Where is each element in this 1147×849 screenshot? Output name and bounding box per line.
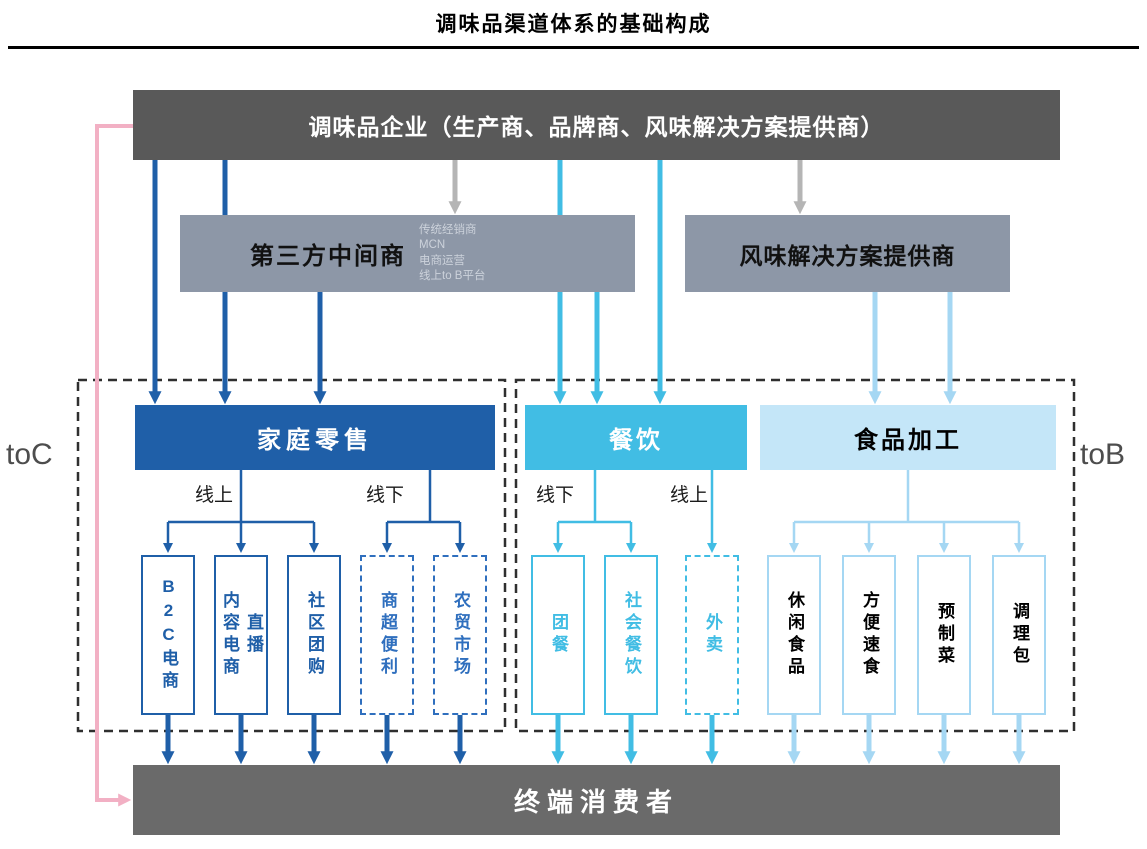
node-middleman: 第三方中间商 传统经销商 MCN 电商运营 线上to B平台 xyxy=(180,215,635,292)
middleman-subline: MCN xyxy=(419,239,446,251)
leaf-b2c-ecommerce: B2C电商 xyxy=(141,555,195,715)
leaf-food-delivery: 外卖 xyxy=(685,555,739,715)
title-divider xyxy=(8,46,1139,49)
middleman-sublabels: 传统经销商 MCN 电商运营 线上to B平台 xyxy=(419,223,485,285)
leaf-instant-food: 方便速食 xyxy=(842,555,896,715)
label-catering-online: 线上 xyxy=(670,485,709,506)
middleman-subline: 线上to B平台 xyxy=(419,270,486,282)
label-home-online: 线上 xyxy=(195,485,234,506)
node-enterprise: 调味品企业（生产商、品牌商、风味解决方案提供商） xyxy=(133,90,1060,160)
diagram-title: 调味品渠道体系的基础构成 xyxy=(435,12,712,36)
leaf-community-group-buying: 社区团购 xyxy=(287,555,341,715)
group-toc-border xyxy=(76,378,507,733)
leaf-snack-food: 休闲食品 xyxy=(767,555,821,715)
label-toc: toC xyxy=(6,438,53,471)
leaf-premade-dishes: 预制菜 xyxy=(917,555,971,715)
label-catering-offline: 线下 xyxy=(536,485,575,506)
arrows-to-consumer-cyan xyxy=(551,715,719,765)
middleman-label: 第三方中间商 xyxy=(250,243,406,270)
node-catering: 餐饮 xyxy=(525,405,747,470)
node-flavor-provider: 风味解决方案提供商 xyxy=(685,215,1010,292)
leaf-social-catering: 社会餐饮 xyxy=(604,555,658,715)
branch-food-processing xyxy=(789,470,1024,553)
node-food-processing: 食品加工 xyxy=(760,405,1056,470)
leaf-group-catering: 团餐 xyxy=(531,555,585,715)
leaf-livestream-content-ecommerce: 直播 内容电商 xyxy=(214,555,268,715)
node-home-retail: 家庭零售 xyxy=(135,405,495,470)
arrows-to-consumer-dark xyxy=(161,715,467,765)
arrows-to-food-processing xyxy=(868,292,957,405)
arrow-direct-to-consumer xyxy=(95,124,133,807)
middleman-subline: 传统经销商 xyxy=(419,223,477,236)
leaf-supermarket-convenience: 商超便利 xyxy=(360,555,414,715)
node-end-consumer: 终端消费者 xyxy=(133,765,1060,835)
middleman-subline: 电商运营 xyxy=(419,254,465,267)
label-home-offline: 线下 xyxy=(366,485,405,506)
arrows-to-consumer-light xyxy=(787,715,1026,765)
leaf-seasoning-pack: 调理包 xyxy=(992,555,1046,715)
label-tob: toB xyxy=(1080,438,1126,471)
branch-home-retail xyxy=(163,470,465,553)
branch-catering xyxy=(553,470,717,553)
arrows-to-intermediaries xyxy=(448,160,807,215)
leaf-farmers-market: 农贸市场 xyxy=(433,555,487,715)
